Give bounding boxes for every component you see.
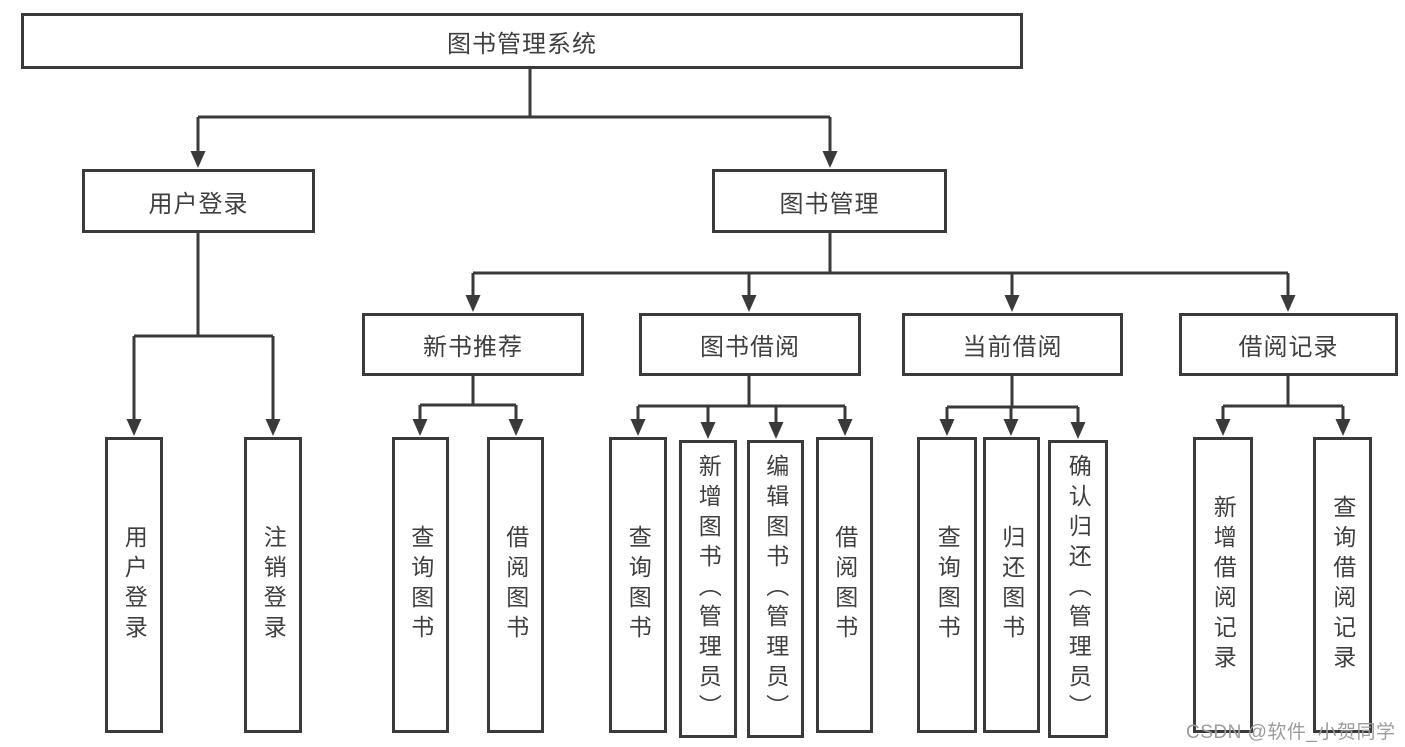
node-leaf-edit-book-admin-label: 编辑图书（管理员） <box>762 454 789 724</box>
node-leaf-edit-book-admin: 编辑图书（管理员） <box>747 440 804 738</box>
node-book-borrow: 图书借阅 <box>639 313 861 376</box>
node-new-book-recommend: 新书推荐 <box>362 313 584 376</box>
node-leaf-logout-label: 注销登录 <box>260 525 287 645</box>
node-current-borrow: 当前借阅 <box>902 313 1123 376</box>
node-leaf-borrow-book-recommend: 借阅图书 <box>487 437 544 733</box>
node-leaf-query-book-borrow: 查询图书 <box>609 437 667 733</box>
node-root: 图书管理系统 <box>21 13 1023 69</box>
node-leaf-confirm-return-admin: 确认归还（管理员） <box>1048 440 1108 738</box>
node-leaf-add-book-admin-label: 新增图书（管理员） <box>695 454 722 724</box>
node-leaf-query-borrow-record-label: 查询借阅记录 <box>1329 495 1356 675</box>
node-leaf-return-book-label: 归还图书 <box>998 525 1025 645</box>
node-leaf-logout: 注销登录 <box>244 437 302 733</box>
node-leaf-add-book-admin: 新增图书（管理员） <box>679 440 737 738</box>
node-leaf-borrow-book-recommend-label: 借阅图书 <box>502 525 529 645</box>
node-leaf-query-book-borrow-label: 查询图书 <box>625 525 652 645</box>
node-leaf-user-login: 用户登录 <box>105 437 163 733</box>
node-leaf-query-book-current: 查询图书 <box>917 437 977 733</box>
node-leaf-query-borrow-record: 查询借阅记录 <box>1313 437 1372 733</box>
node-user-login: 用户登录 <box>82 169 315 233</box>
watermark: CSDN @软件_小贺同学 <box>1186 722 1396 743</box>
node-leaf-borrow-book: 借阅图书 <box>816 437 873 733</box>
node-leaf-add-borrow-record-label: 新增借阅记录 <box>1210 495 1237 675</box>
node-leaf-add-borrow-record: 新增借阅记录 <box>1193 437 1253 733</box>
node-leaf-borrow-book-label: 借阅图书 <box>831 525 858 645</box>
node-book-management: 图书管理 <box>712 169 947 233</box>
node-leaf-query-book-current-label: 查询图书 <box>934 525 961 645</box>
node-leaf-confirm-return-admin-label: 确认归还（管理员） <box>1065 454 1092 724</box>
node-borrow-records: 借阅记录 <box>1179 313 1398 376</box>
node-leaf-query-book-recommend-label: 查询图书 <box>407 525 434 645</box>
node-leaf-user-login-label: 用户登录 <box>121 525 148 645</box>
node-leaf-query-book-recommend: 查询图书 <box>392 437 449 733</box>
node-leaf-return-book: 归还图书 <box>983 437 1040 733</box>
